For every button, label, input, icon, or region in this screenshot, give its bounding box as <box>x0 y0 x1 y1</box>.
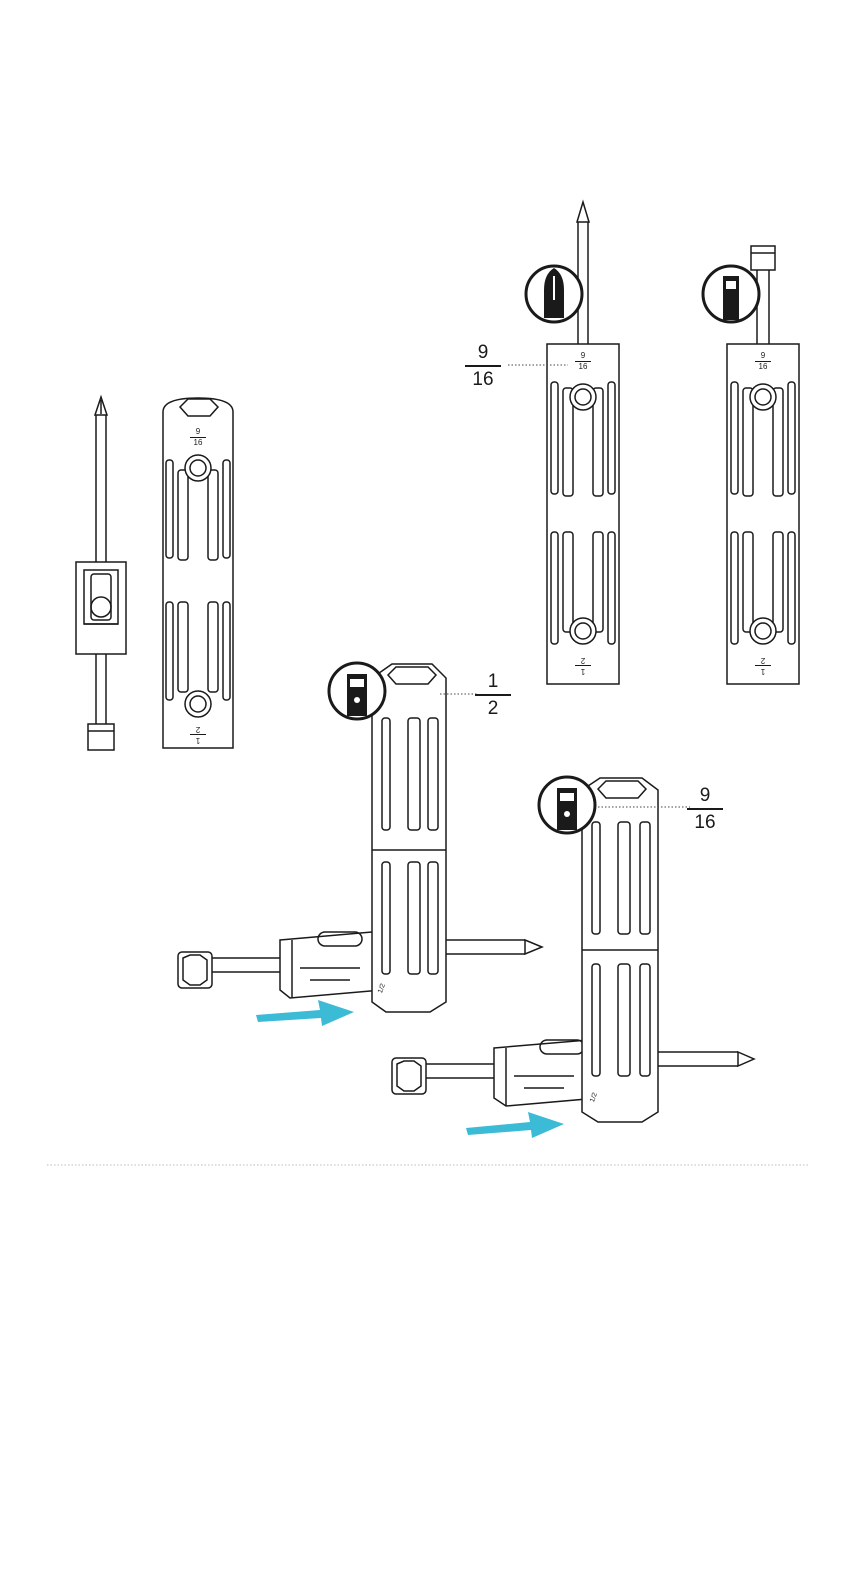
hex-socket-icon-lower <box>539 777 595 833</box>
insert-arrow-1 <box>256 1000 354 1026</box>
insert-arrow-2 <box>466 1112 564 1138</box>
socket-bit-icon <box>703 266 759 322</box>
hex-socket-icon <box>329 663 385 719</box>
phillips-bit-icon <box>526 266 582 322</box>
loose-tube-wrench <box>163 398 233 748</box>
loose-screwdriver <box>76 397 126 750</box>
